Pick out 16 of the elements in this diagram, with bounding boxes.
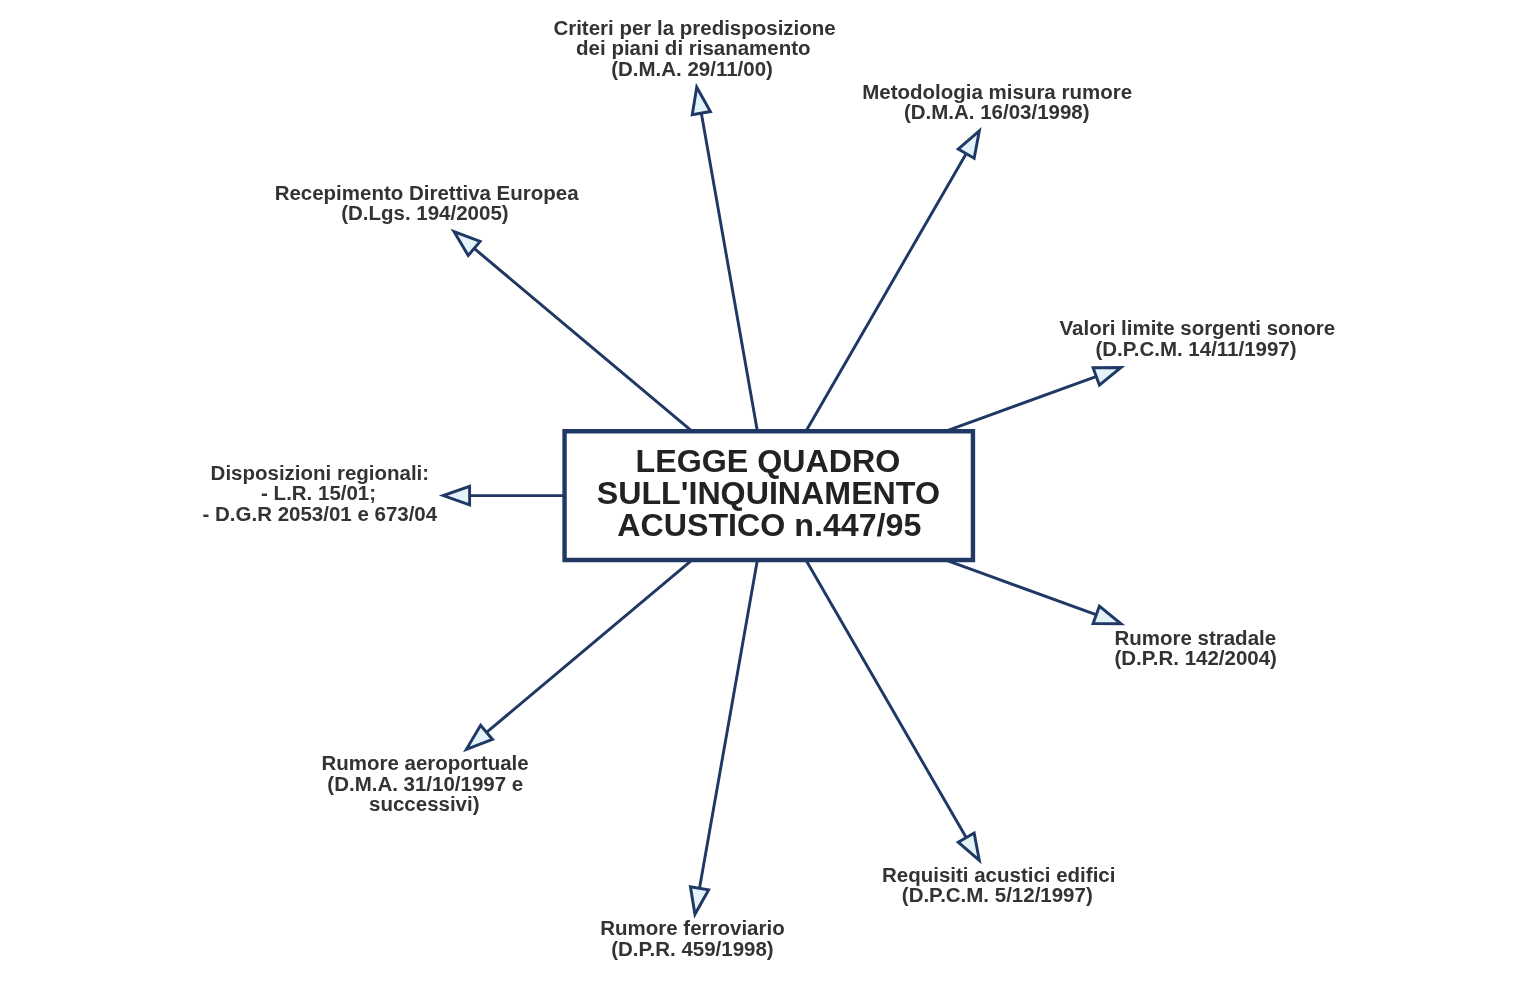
- node-box: LEGGE QUADRO SULL'INQUINAMENTO ACUSTICO n.447/95: [561, 429, 975, 563]
- arrow: [804, 559, 982, 865]
- node-text: Rumore aeroportuale (D.M.A. 31/10/1997 e successivi): [320, 751, 529, 816]
- node-text: Criteri per la predisposizione dei piani di risanamento (D.M.A. 29/11/00): [552, 15, 836, 80]
- arrow: [438, 484, 564, 507]
- node-text: Recepimento Direttiva Europea (D.Lgs. 194/2005): [274, 180, 579, 224]
- arrow: [804, 127, 982, 432]
- arrow: [688, 560, 759, 919]
- node-text: Rumore stradale (D.P.R. 142/2004): [1113, 625, 1277, 670]
- node-text: Valori limite sorgenti sonore (D.P.C.M. 14/11/1997): [1059, 316, 1335, 360]
- arrow: [462, 559, 693, 753]
- node-text: Metodologia misura rumore (D.M.A. 16/03/1998): [861, 79, 1132, 124]
- arrow: [689, 82, 759, 432]
- node-text: Requisiti acustici edifici (D.P.C.M. 5/12/1997): [881, 862, 1115, 906]
- node-text: Disposizioni regionali: - L.R. 15/01; - D.G.R 2053/01 e 673/04: [202, 460, 437, 525]
- node-text: Rumore ferroviario (D.P.R. 459/1998): [599, 916, 785, 960]
